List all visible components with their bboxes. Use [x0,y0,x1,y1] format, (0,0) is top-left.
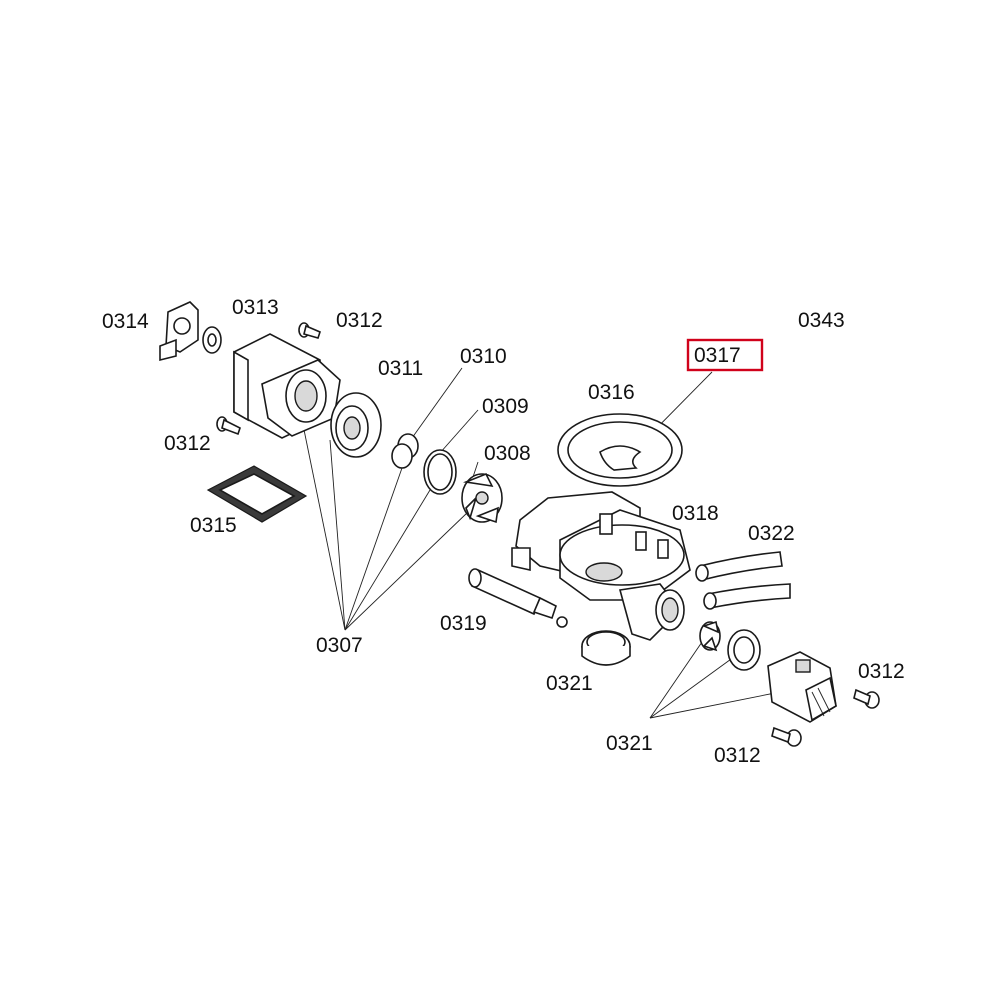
label-0322: 0322 [748,522,795,545]
label-0309: 0309 [482,395,529,418]
part-0312-screw-top [298,322,321,339]
label-0307: 0307 [316,634,363,657]
highlight-box-0317 [686,338,764,372]
label-0313: 0313 [232,296,279,319]
part-0322-hoses [695,551,791,610]
part-0314-bracket [159,301,199,362]
part-0321-impeller-small [699,620,721,652]
label-0312-top: 0312 [336,309,383,332]
part-0318-housing [511,491,691,641]
label-0312-right: 0312 [858,660,905,683]
part-0312-screw-right [853,688,880,709]
part-washer [202,326,222,354]
part-0321-seal-mid [581,630,631,666]
label-0311: 0311 [378,357,423,380]
label-0317: 0317 [694,344,741,367]
label-0308: 0308 [484,442,531,465]
part-0321-seal-small [727,629,761,671]
part-labels: 0314 0313 0312 0312 0315 0311 0310 0309 … [102,296,905,767]
part-0307-seal [330,392,382,458]
label-0316: 0316 [588,381,635,404]
label-0321-bottom: 0321 [606,732,653,755]
label-0321-mid: 0321 [546,672,593,695]
label-0315: 0315 [190,514,237,537]
part-0311-bushing [391,433,419,469]
label-0319: 0319 [440,612,487,635]
part-0308-impeller [461,472,503,524]
part-0316-ring [557,413,683,487]
label-0314: 0314 [102,310,149,333]
part-0312-screw-bottom [771,726,802,747]
label-0312-left: 0312 [164,432,211,455]
part-0313-motor [233,333,341,439]
label-0310: 0310 [460,345,507,368]
part-0319-heater [468,568,568,628]
label-0318: 0318 [672,502,719,525]
label-0312-bottom: 0312 [714,744,761,767]
part-0310-o-ring [423,449,457,495]
label-0343: 0343 [798,309,845,332]
part-drain-pump [767,651,837,723]
part-0312-screw-left [216,416,241,436]
part-0315-gasket [206,465,308,523]
